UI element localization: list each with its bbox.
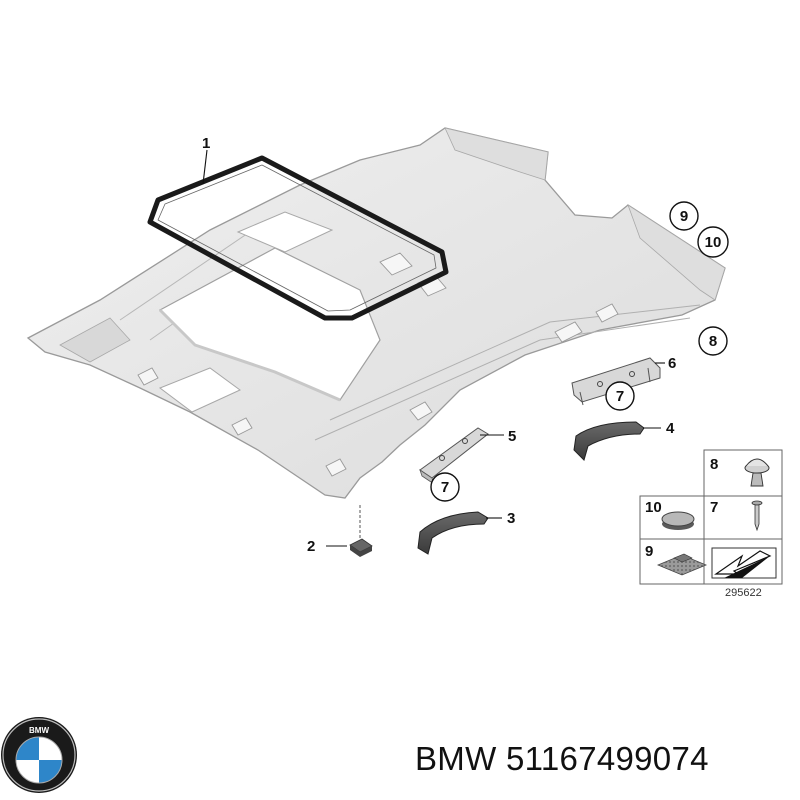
legend-label-7: 7 <box>710 499 718 516</box>
clip-part-2 <box>349 505 373 557</box>
leader-lines <box>202 149 665 547</box>
sunroof-seal-part-1 <box>147 155 449 321</box>
circled-callout-10: 10 <box>697 226 729 258</box>
legend-label-9: 9 <box>645 543 653 560</box>
brand-name: BMW <box>415 740 497 777</box>
svg-text:10: 10 <box>705 234 722 251</box>
screw-part-7 <box>751 500 763 532</box>
parts-legend-box: 8 10 7 9 <box>639 449 783 585</box>
arrow-symbol-icon <box>711 547 777 579</box>
diagram-reference-number: 295622 <box>725 587 762 599</box>
push-rivet-part-8 <box>744 458 770 487</box>
callout-3: 3 <box>507 510 515 527</box>
callout-6: 6 <box>668 355 676 372</box>
svg-text:9: 9 <box>680 208 688 225</box>
circled-callout-7-upper: 7 <box>605 381 635 411</box>
svg-text:8: 8 <box>709 333 717 350</box>
legend-label-8: 8 <box>710 456 718 473</box>
circled-callout-7-lower: 7 <box>430 472 460 502</box>
part-caption: BMW 51167499074 <box>415 740 709 778</box>
svg-text:BMW: BMW <box>29 726 49 735</box>
adhesive-pad-part-10 <box>661 511 695 530</box>
callout-2: 2 <box>307 538 315 555</box>
circled-callout-9: 9 <box>669 201 699 231</box>
callout-1: 1 <box>202 135 210 152</box>
grab-handle-part-3 <box>417 511 489 555</box>
svg-text:7: 7 <box>616 388 624 405</box>
legend-label-10: 10 <box>645 499 662 516</box>
svg-text:7: 7 <box>441 479 449 496</box>
callout-4: 4 <box>666 420 675 437</box>
bracket-part-6 <box>571 357 661 406</box>
callout-5: 5 <box>508 428 516 445</box>
headliner-panel <box>26 127 726 499</box>
grab-handle-part-4 <box>573 421 645 461</box>
velcro-pad-part-9 <box>656 553 708 576</box>
part-number: 51167499074 <box>506 740 709 777</box>
circled-callout-8: 8 <box>698 326 728 356</box>
bmw-logo-icon: BMW <box>1 717 77 793</box>
